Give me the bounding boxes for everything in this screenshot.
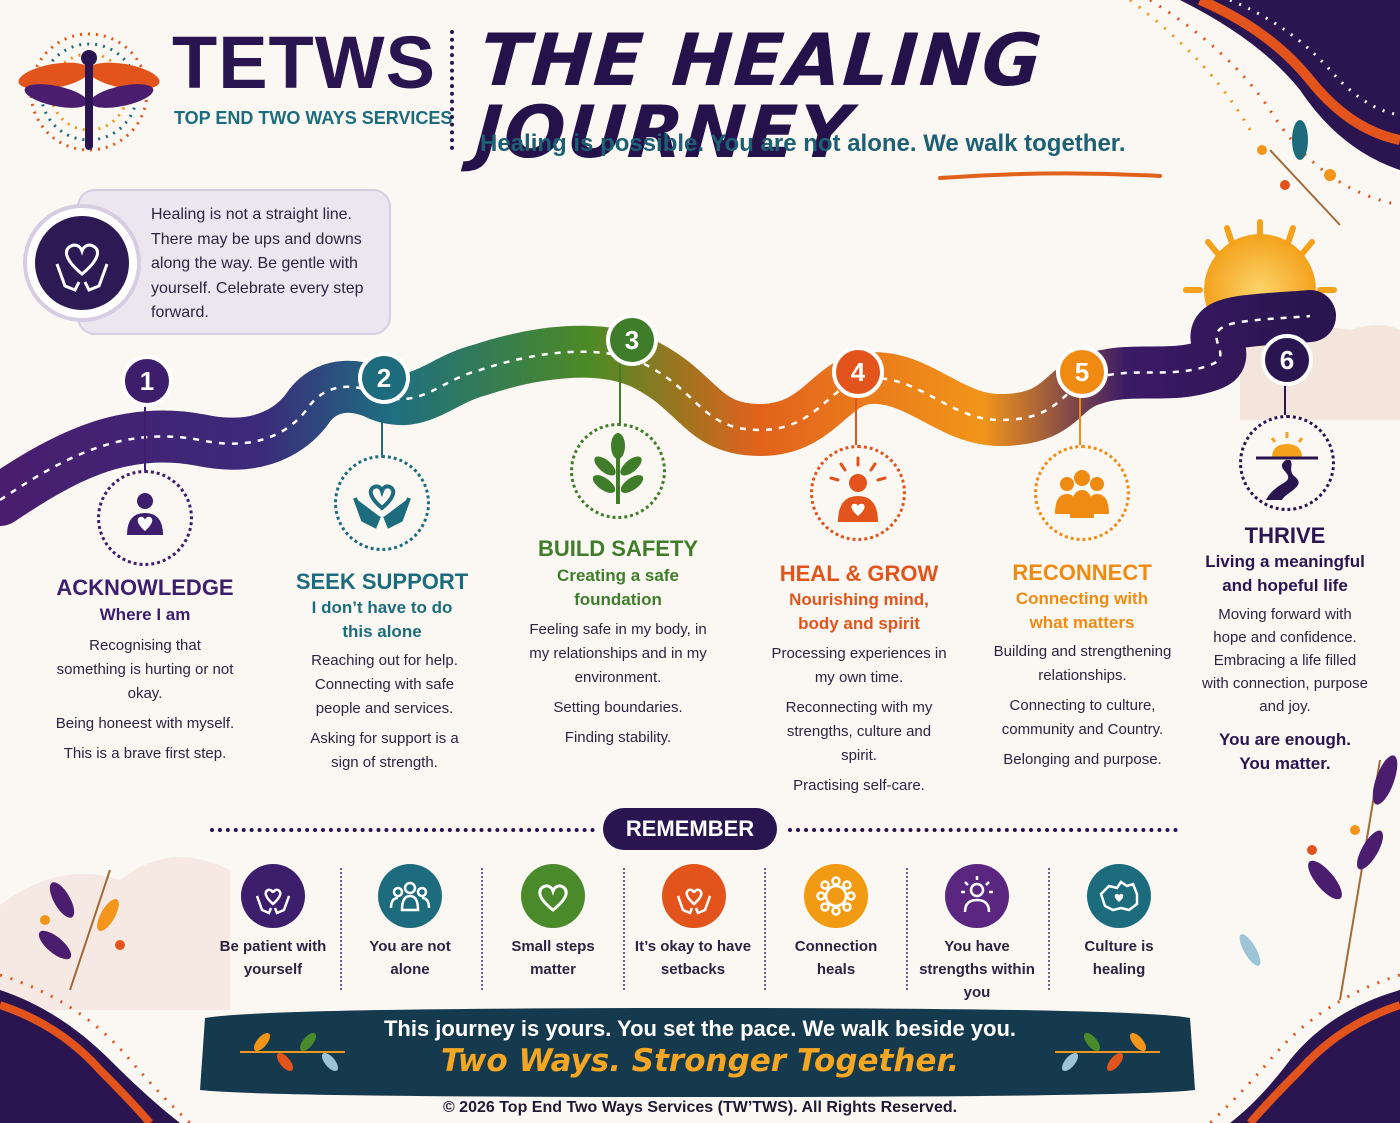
remember-separator: [623, 868, 625, 990]
hands-heart-icon: [334, 455, 430, 551]
sprout-icon: [570, 423, 666, 519]
step-5-body-line: Building and strengthening relationships…: [993, 643, 1172, 684]
step-2-body-line: Asking for support is a sign of strength…: [310, 730, 459, 771]
step-4-body-line: Processing experiences in my own time.: [771, 645, 947, 686]
banner-leaves-right: [1055, 1032, 1160, 1072]
community-group-icon: [1034, 445, 1130, 541]
step-6-body-line: Moving forward with hope and confidence.…: [1202, 606, 1368, 715]
step-2-body-line: Reaching out for help. Connecting with s…: [311, 652, 458, 717]
remember-item-label: Culture is healing: [1084, 938, 1154, 978]
meditating-person-icon: [810, 445, 906, 541]
step-3-title: BUILD SAFETY: [537, 536, 699, 561]
leaves-top-right: [1257, 120, 1341, 226]
people-icon: [378, 864, 442, 928]
note-text: Healing is not a straight line. There ma…: [151, 206, 364, 321]
brand-name: TETWS: [172, 21, 436, 104]
remember-divider-right: [788, 828, 1178, 832]
step-2-subtitle: I don’t have to do this alone: [311, 598, 453, 641]
remember-item-label: Small steps matter: [511, 938, 595, 978]
remember-item-label: You are not alone: [369, 938, 451, 978]
heart-icon: [521, 864, 585, 928]
step-1-title: ACKNOWLEDGE: [56, 575, 234, 600]
step-6-number: 6: [1261, 334, 1313, 386]
heart-hands-icon: [662, 864, 726, 928]
step-2-number: 2: [358, 352, 410, 404]
remember-separator: [481, 868, 483, 990]
person-heart-icon: [97, 470, 193, 566]
step-2-body: Reaching out for help. Connecting with s…: [297, 649, 472, 781]
step-3-number: 3: [606, 314, 658, 366]
remember-item-label: Connection heals: [794, 938, 878, 978]
step-4-title: HEAL & GROW: [779, 561, 939, 586]
remember-item-label: It’s okay to have setbacks: [634, 938, 752, 978]
remember-divider-left: [210, 828, 595, 832]
remember-separator: [764, 868, 766, 990]
step-5-body-line: Belonging and purpose.: [1003, 751, 1162, 768]
australia-map-icon: [1087, 864, 1151, 928]
remember-heading: REMEMBER: [603, 808, 777, 850]
step-3-subtitle: Creating a safe foundation: [557, 566, 679, 609]
step-5-subtitle: Connecting with what matters: [1015, 589, 1149, 632]
header-divider: [450, 30, 454, 150]
step-5-number: 5: [1056, 346, 1108, 398]
step-4-subtitle: Nourishing mind, body and spirit: [789, 590, 929, 633]
heart-in-hands-icon: [23, 204, 141, 322]
circle-of-people-icon: [804, 864, 868, 928]
remember-item-label: You have strengths within you: [919, 938, 1035, 1001]
copyright-footer: © 2026 Top End Two Ways Services (TW’TWS…: [442, 1099, 958, 1116]
step-1-body: Recognising that something is hurting or…: [55, 634, 235, 772]
step-1-body-line: Recognising that something is hurting or…: [56, 637, 234, 702]
step-3-body-line: Feeling safe in my body, in my relations…: [529, 621, 707, 686]
step-6-body: Moving forward with hope and confidence.…: [1200, 603, 1370, 724]
step-5-title: RECONNECT: [1012, 560, 1152, 585]
remember-separator: [1048, 868, 1050, 990]
remember-separator: [906, 868, 908, 990]
step-1-body-line: This is a brave first step.: [63, 745, 227, 762]
step-5-body: Building and strengthening relationships…: [985, 640, 1180, 778]
dragonfly-logo: [18, 32, 160, 152]
sunrise-path-icon: [1239, 415, 1335, 511]
step-3-body-line: Setting boundaries.: [553, 699, 683, 716]
leaves-left: [38, 869, 125, 991]
remember-separator: [340, 868, 342, 990]
remember-item-label: Be patient with yourself: [219, 938, 327, 978]
step-6-closing: You are enough. You matter.: [1219, 730, 1351, 773]
banner-leaves-left: [240, 1032, 345, 1072]
step-3-body-line: Finding stability.: [564, 729, 672, 746]
brand-subtitle: TOP END TWO WAYS SERVICES: [174, 108, 453, 128]
step-2-title: SEEK SUPPORT: [295, 569, 469, 594]
step-4-body-line: Reconnecting with my strengths, culture …: [785, 699, 933, 764]
step-5-body-line: Connecting to culture, community and Cou…: [1001, 697, 1164, 738]
step-6-subtitle: Living a meaningful and hopeful life: [1205, 552, 1365, 595]
banner-message: This journey is yours. You set the pace.…: [383, 1016, 1017, 1041]
banner-slogan: Two Ways. Stronger Together.: [440, 1043, 960, 1079]
step-4-body: Processing experiences in my own time. R…: [769, 642, 949, 804]
step-4-body-line: Practising self-care.: [793, 777, 925, 794]
step-6-title: THRIVE: [1244, 523, 1326, 548]
step-3-body: Feeling safe in my body, in my relations…: [528, 618, 708, 756]
step-1-number: 1: [121, 355, 173, 407]
heart-hands-icon: [241, 864, 305, 928]
step-1-subtitle: Where I am: [99, 605, 191, 624]
tagline: Healing is possible. You are not alone. …: [480, 130, 1126, 157]
leaves-right: [1239, 755, 1398, 1001]
step-4-number: 4: [832, 346, 884, 398]
person-sun-icon: [945, 864, 1009, 928]
step-1-body-line: Being honeest with myself.: [55, 715, 235, 732]
